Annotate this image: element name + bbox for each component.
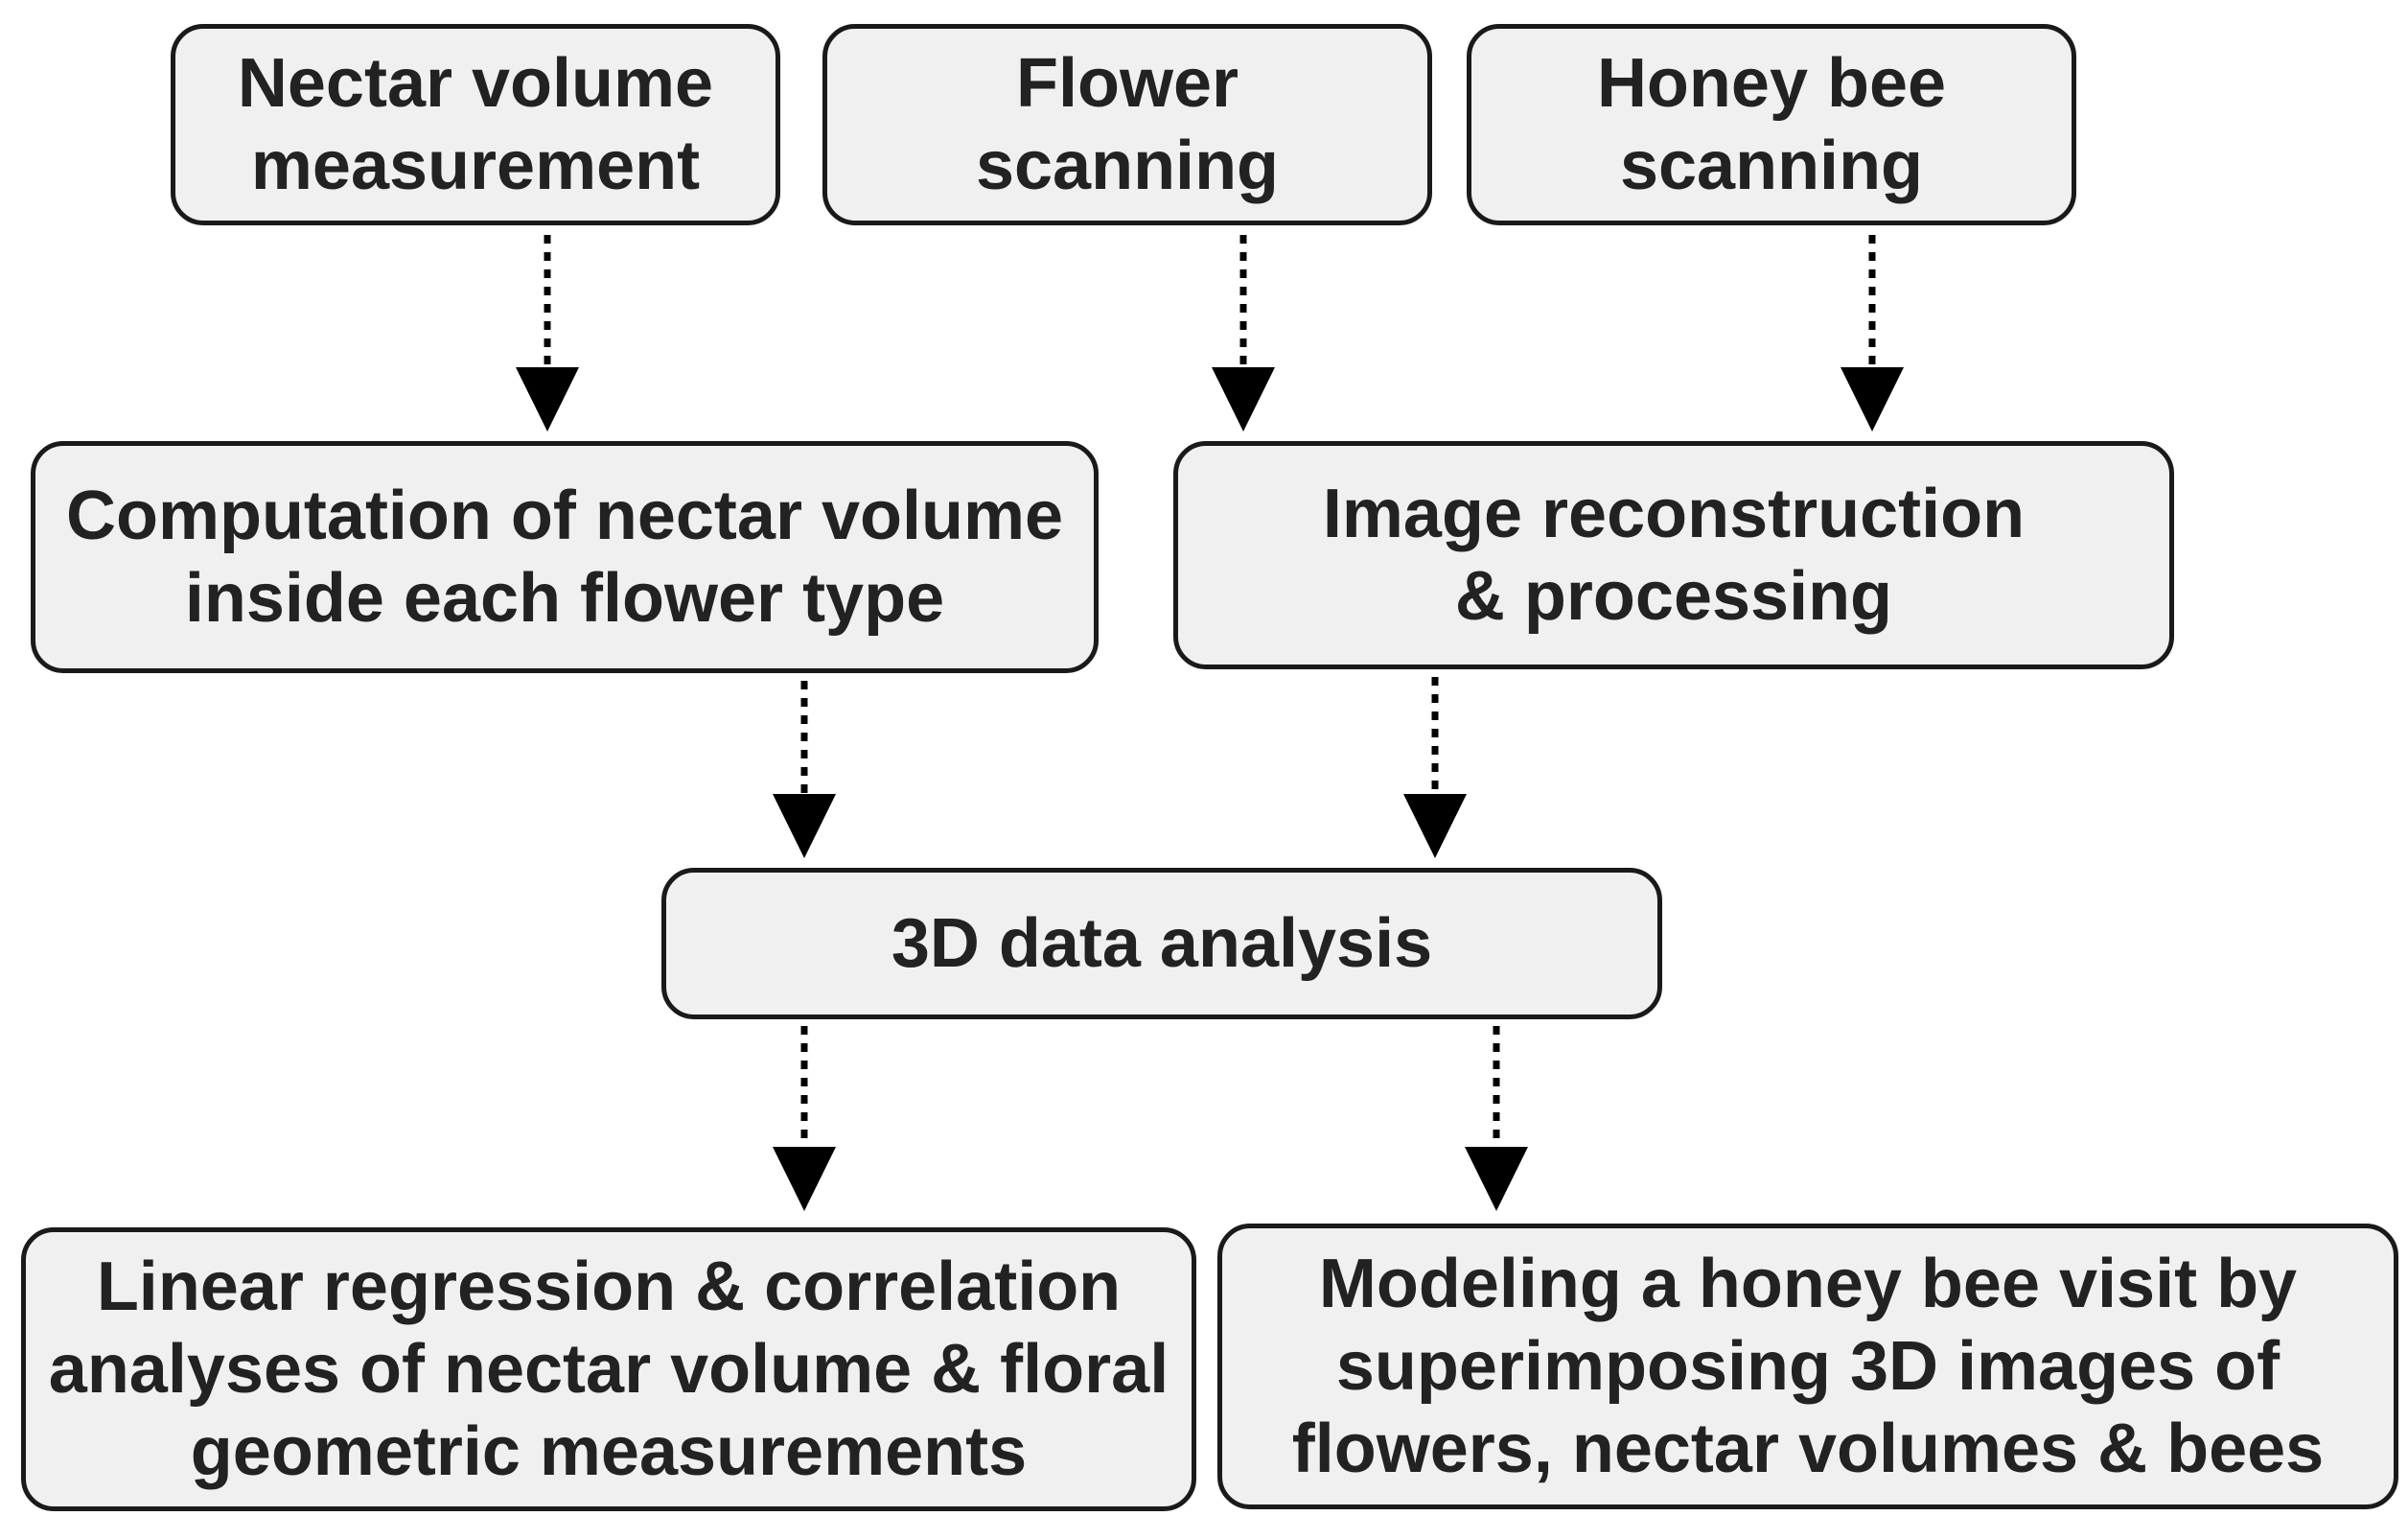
arrowhead-image-to-analysis bbox=[1403, 794, 1467, 858]
node-image-reconstruction: Image reconstruction & processing bbox=[1173, 441, 2174, 669]
node-label-line: & processing bbox=[1454, 558, 1893, 635]
node-modeling-bee-visit: Modeling a honey bee visit by superimpos… bbox=[1217, 1224, 2398, 1509]
node-label-line: flowers, nectar volumes & bees bbox=[1291, 1411, 2325, 1487]
node-nectar-volume-measurement: Nectar volume measurement bbox=[171, 24, 780, 225]
arrowhead-bee-to-image bbox=[1841, 367, 1904, 431]
node-label-line: Honey bee bbox=[1596, 45, 1947, 122]
node-label-line: Modeling a honey bee visit by bbox=[1318, 1246, 2298, 1322]
node-label-line: scanning bbox=[1619, 128, 1924, 204]
node-label-line: analyses of nectar volume & floral bbox=[48, 1331, 1169, 1408]
node-label-line: Computation of nectar volume bbox=[65, 478, 1064, 554]
node-label-line: Nectar volume bbox=[237, 45, 714, 122]
arrowhead-flower-to-image bbox=[1212, 367, 1275, 431]
node-computation-nectar-volume: Computation of nectar volume inside each… bbox=[31, 441, 1099, 673]
node-label-line: Linear regression & correlation bbox=[96, 1248, 1122, 1325]
arrowhead-analysis-to-modeling bbox=[1465, 1147, 1528, 1211]
node-honey-bee-scanning: Honey bee scanning bbox=[1467, 24, 2076, 225]
node-label-line: inside each flower type bbox=[184, 560, 945, 637]
arrowhead-analysis-to-regression bbox=[773, 1147, 836, 1211]
node-label-line: scanning bbox=[975, 128, 1280, 204]
node-label-line: superimposing 3D images of bbox=[1335, 1328, 2281, 1405]
node-label-line: geometric measurements bbox=[190, 1413, 1028, 1490]
arrowhead-computation-to-analysis bbox=[773, 794, 836, 858]
arrowhead-nectar-to-computation bbox=[516, 367, 579, 431]
node-label-line: Image reconstruction bbox=[1322, 476, 2026, 552]
node-flower-scanning: Flower scanning bbox=[822, 24, 1432, 225]
node-label-line: measurement bbox=[250, 128, 701, 204]
node-3d-data-analysis: 3D data analysis bbox=[661, 868, 1662, 1019]
node-label-line: Flower bbox=[1015, 45, 1239, 122]
node-linear-regression: Linear regression & correlation analyses… bbox=[21, 1227, 1196, 1511]
node-label-line: 3D data analysis bbox=[891, 905, 1433, 982]
